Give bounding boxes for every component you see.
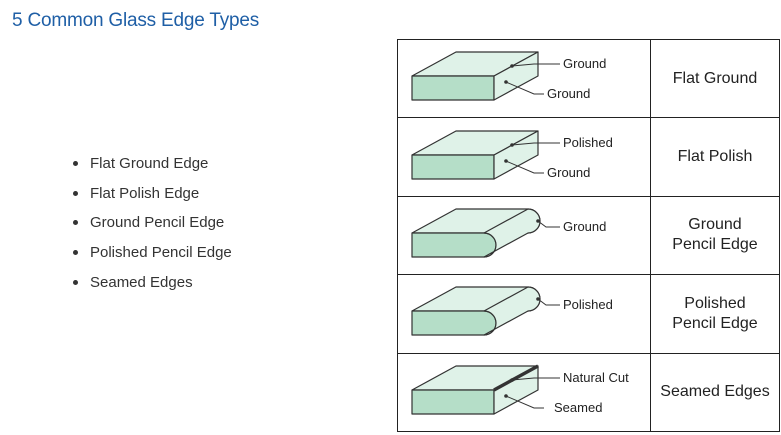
glass-side-edge	[493, 129, 539, 180]
leader-point	[510, 64, 514, 68]
seam-bevel	[493, 364, 539, 392]
edge-name: Flat Ground	[672, 69, 758, 87]
leader-point	[504, 80, 508, 84]
callout-label: Ground	[547, 86, 590, 101]
edge-name-cell: Seamed Edges	[650, 352, 780, 433]
list-item: Polished Pencil Edge	[72, 242, 232, 272]
leader-point	[504, 158, 508, 163]
glass-side-edge	[493, 51, 539, 101]
leader-point	[504, 393, 508, 398]
leader-point	[536, 297, 540, 302]
callout-label: Natural Cut	[563, 370, 629, 385]
edge-diagram-cell: Polished	[397, 274, 651, 354]
edge-diagram-cell: Ground	[397, 195, 651, 276]
edge-name-cell: Flat Polish	[650, 117, 780, 197]
leader-point	[510, 377, 514, 382]
table-row: Polished Polished Pencil Edge	[397, 274, 780, 354]
leader-line	[511, 142, 560, 146]
glass-front-face	[411, 389, 495, 415]
callout-label: Polished	[563, 135, 613, 150]
edge-name: Seamed Edges	[660, 383, 770, 401]
glass-side-edge	[483, 208, 541, 258]
list-item: Seamed Edges	[72, 272, 232, 302]
leader-line	[511, 377, 560, 381]
glass-front-face	[411, 75, 495, 101]
leader-point	[536, 219, 540, 223]
edge-name-cell: Ground Pencil Edge	[650, 195, 780, 276]
leader-line	[505, 81, 544, 95]
list-item: Flat Ground Edge	[72, 153, 232, 183]
edge-name-cell: Flat Ground	[650, 38, 780, 119]
edge-type-list: Flat Ground Edge Flat Polish Edge Ground…	[72, 153, 232, 301]
leader-line	[537, 298, 560, 306]
callout-label: Seamed	[554, 400, 602, 415]
glass-front-face	[411, 310, 497, 336]
list-item: Flat Polish Edge	[72, 183, 232, 213]
edge-name: Polished Pencil Edge	[672, 294, 758, 332]
polished-pencil-edge-diagram: Polished	[411, 286, 613, 336]
table-row: Ground Ground Pencil Edge	[397, 195, 780, 276]
leader-line	[511, 63, 560, 67]
callout-label: Ground	[563, 219, 606, 234]
glass-side-edge	[483, 286, 541, 336]
glass-front-face	[411, 232, 497, 258]
glass-front-face	[411, 153, 495, 180]
edge-name: Ground Pencil Edge	[672, 216, 758, 254]
ground-pencil-edge-diagram: Ground	[411, 208, 606, 258]
callout-label: Polished	[563, 297, 613, 312]
leader-line	[537, 220, 560, 228]
callout-label: Ground	[547, 165, 590, 180]
leader-point	[510, 142, 514, 147]
edge-name-cell: Polished Pencil Edge	[650, 274, 780, 354]
leader-line	[505, 395, 544, 409]
leader-line	[505, 160, 544, 174]
callout-label: Ground	[563, 56, 606, 71]
list-item: Ground Pencil Edge	[72, 212, 232, 242]
page-title: 5 Common Glass Edge Types	[12, 10, 260, 31]
edge-name: Flat Polish	[677, 148, 753, 166]
